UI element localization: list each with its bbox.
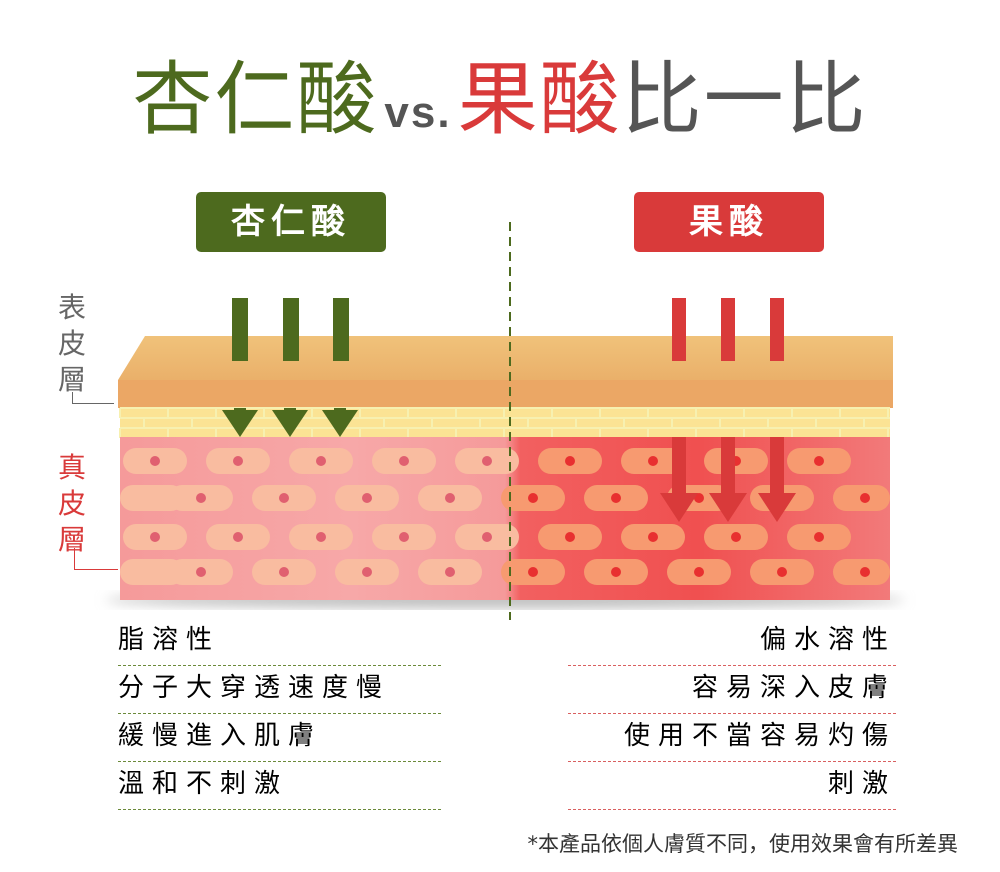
cell-nucleus [528,493,538,503]
cell-nucleus [150,532,160,542]
cell-nucleus [445,493,455,503]
epidermis-label: 表皮層 [58,291,87,396]
cell-nucleus [279,493,289,503]
almond-acid-badge: 杏仁酸 [196,192,386,252]
cell-nucleus [694,493,704,503]
almond-acid-arrows [222,298,358,437]
cell-nucleus [233,456,243,466]
cell-nucleus [399,532,409,542]
fruit-acid-badge: 果酸 [634,192,824,252]
cell-nucleus [279,567,289,577]
cell-nucleus [611,567,621,577]
cell-nucleus [528,567,538,577]
cell-nucleus [233,532,243,542]
property-item: 偏水溶性 [568,618,896,666]
cell-nucleus [316,532,326,542]
cell-nucleus [814,532,824,542]
title-almond-acid: 杏仁酸 [132,53,379,146]
cell-nucleus [860,567,870,577]
title-compare: 比一比 [621,53,868,146]
cell-nucleus [399,456,409,466]
property-item: 容易深入皮膚 [568,666,896,714]
cell-nucleus [694,567,704,577]
cell-nucleus [611,493,621,503]
cell-nucleus [731,532,741,542]
cell-nucleus [196,567,206,577]
skin-cell [120,559,184,585]
cell-nucleus [445,567,455,577]
epidermis-front [118,380,893,408]
cell-nucleus [648,456,658,466]
cell-nucleus [777,567,787,577]
property-item: 脂溶性 [118,618,441,666]
cell-nucleus [362,567,372,577]
property-item: 溫和不刺激 [118,762,441,810]
fruit-acid-arrows [660,298,796,522]
disclaimer-note: *本產品依個人膚質不同，使用效果會有所差異 [527,832,959,856]
fruit-acid-properties: 偏水溶性 容易深入皮膚 使用不當容易灼傷 刺激 [568,618,896,810]
property-item: 刺激 [568,762,896,810]
property-item: 使用不當容易灼傷 [568,714,896,762]
cell-nucleus [482,532,492,542]
title-vs: vs. [384,88,452,137]
cell-nucleus [362,493,372,503]
dermis-bracket [74,548,118,570]
cell-nucleus [565,532,575,542]
cell-nucleus [648,532,658,542]
cell-nucleus [196,493,206,503]
dermis-label: 真皮層 [58,451,87,556]
cell-nucleus [860,493,870,503]
cell-nucleus [482,456,492,466]
skin-cell [120,485,184,511]
cell-nucleus [814,456,824,466]
title-fruit-acid: 果酸 [457,53,622,146]
epidermis-surface [118,336,893,380]
cell-nucleus [316,456,326,466]
almond-acid-properties: 脂溶性 分子大穿透速度慢 緩慢進入肌膚 溫和不刺激 [118,618,441,810]
epidermis-bracket [72,392,114,404]
property-item: 緩慢進入肌膚 [118,714,441,762]
property-item: 分子大穿透速度慢 [118,666,441,714]
cell-nucleus [150,456,160,466]
cell-nucleus [565,456,575,466]
